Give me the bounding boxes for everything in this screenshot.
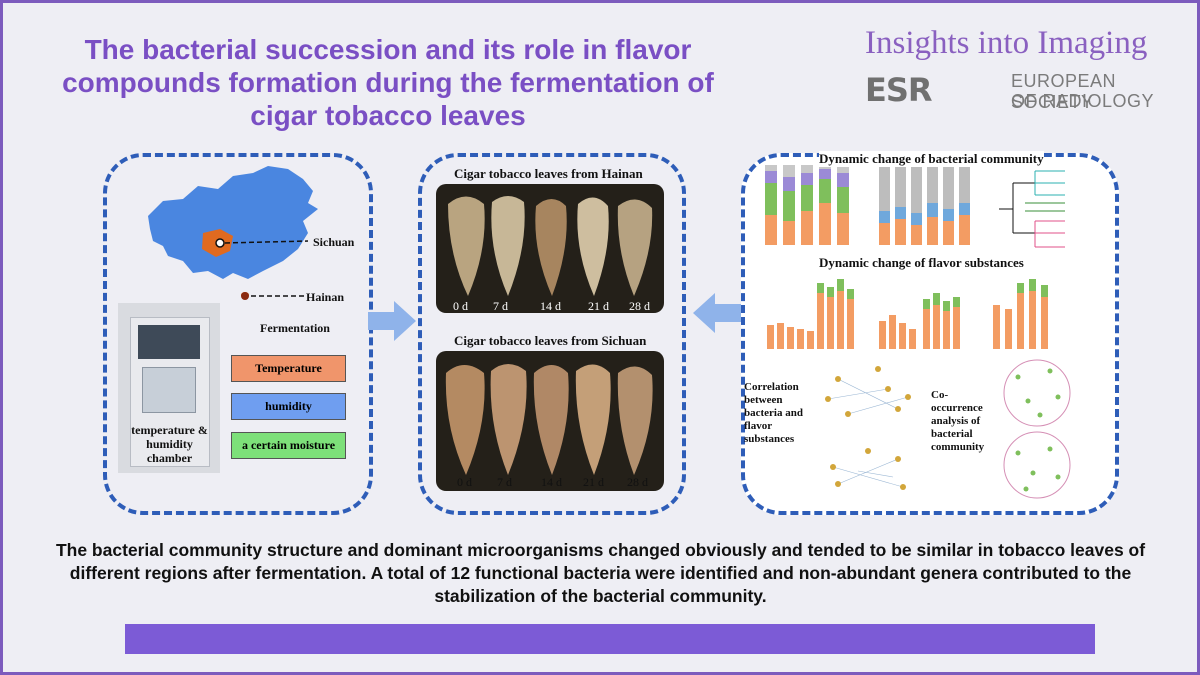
sichuan-day-28: 28 d bbox=[627, 475, 648, 489]
left-arrow-icon bbox=[693, 293, 741, 333]
sichuan-day-21: 21 d bbox=[583, 475, 604, 489]
community-title: Dynamic change of bacterial community bbox=[819, 151, 1044, 167]
sichuan-day-0: 0 d bbox=[457, 475, 472, 489]
society-name-line1: EUROPEAN SOCIETY bbox=[1011, 71, 1117, 112]
cluster-tree bbox=[999, 170, 1065, 248]
sichuan-day-14: 14 d bbox=[541, 475, 562, 489]
sichuan-label: Sichuan bbox=[313, 235, 355, 249]
hainan-day-7: 7 d bbox=[493, 299, 508, 313]
right-arrow-icon bbox=[368, 301, 416, 341]
moisture-box: a certain moisture bbox=[231, 432, 346, 459]
tobacco-leaves-panel bbox=[418, 153, 686, 515]
chamber-display bbox=[138, 325, 200, 359]
page-title: The bacterial succession and its role in… bbox=[62, 34, 714, 131]
correlation-network bbox=[825, 366, 911, 490]
flavor-title: Dynamic change of flavor substances bbox=[819, 255, 1024, 271]
cooccurrence-text: Co-occurrence analysis of bacterial comm… bbox=[931, 389, 985, 453]
chamber-label: temperature & humidity chamber bbox=[131, 423, 208, 465]
society-name-line2: OF RADIOLOGY bbox=[1011, 91, 1155, 111]
temperature-box: Temperature bbox=[231, 355, 346, 382]
esr-mark: ESR bbox=[865, 71, 933, 109]
china-map-shape bbox=[148, 166, 318, 279]
humidity-box: humidity bbox=[231, 393, 346, 420]
community-stacked-bars bbox=[765, 165, 849, 245]
footer-bar bbox=[125, 624, 1095, 654]
china-map bbox=[148, 166, 318, 296]
fermentation-setup-panel bbox=[103, 153, 373, 515]
hainan-leaves bbox=[448, 196, 653, 296]
hainan-day-14: 14 d bbox=[540, 299, 561, 313]
sichuan-marker bbox=[215, 238, 225, 248]
cooccurrence-network bbox=[1003, 359, 1071, 499]
hainan-photo-title: Cigar tobacco leaves from Hainan bbox=[454, 166, 643, 181]
sichuan-leader-line bbox=[224, 240, 309, 244]
sichuan-leaves bbox=[445, 364, 653, 475]
hainan-day-21: 21 d bbox=[588, 299, 609, 313]
society-logo: ESR EUROPEAN SOCIETY OF RADIOLOGY bbox=[865, 69, 1185, 112]
correlation-text: Correlation between bacteria and flavor … bbox=[744, 381, 803, 445]
fermentation-label: Fermentation bbox=[260, 321, 330, 335]
chamber-photo bbox=[118, 303, 220, 473]
hainan-leaves-photo bbox=[436, 184, 664, 313]
journal-name: Insights into Imaging bbox=[865, 25, 1148, 61]
genus-stacked-bars bbox=[879, 165, 970, 245]
summary-text: The bacterial community structure and do… bbox=[55, 540, 1146, 606]
hainan-leader bbox=[241, 292, 305, 300]
hainan-day-0: 0 d bbox=[453, 299, 468, 313]
hainan-label: Hainan bbox=[306, 290, 345, 304]
sichuan-day-7: 7 d bbox=[497, 475, 512, 489]
hainan-day-28: 28 d bbox=[629, 299, 650, 313]
chamber-window bbox=[142, 367, 196, 413]
flavor-bar-charts bbox=[767, 279, 1048, 349]
sichuan-leaves-photo bbox=[436, 351, 664, 491]
sichuan-photo-title: Cigar tobacco leaves from Sichuan bbox=[454, 333, 647, 348]
hainan-marker bbox=[241, 292, 249, 300]
